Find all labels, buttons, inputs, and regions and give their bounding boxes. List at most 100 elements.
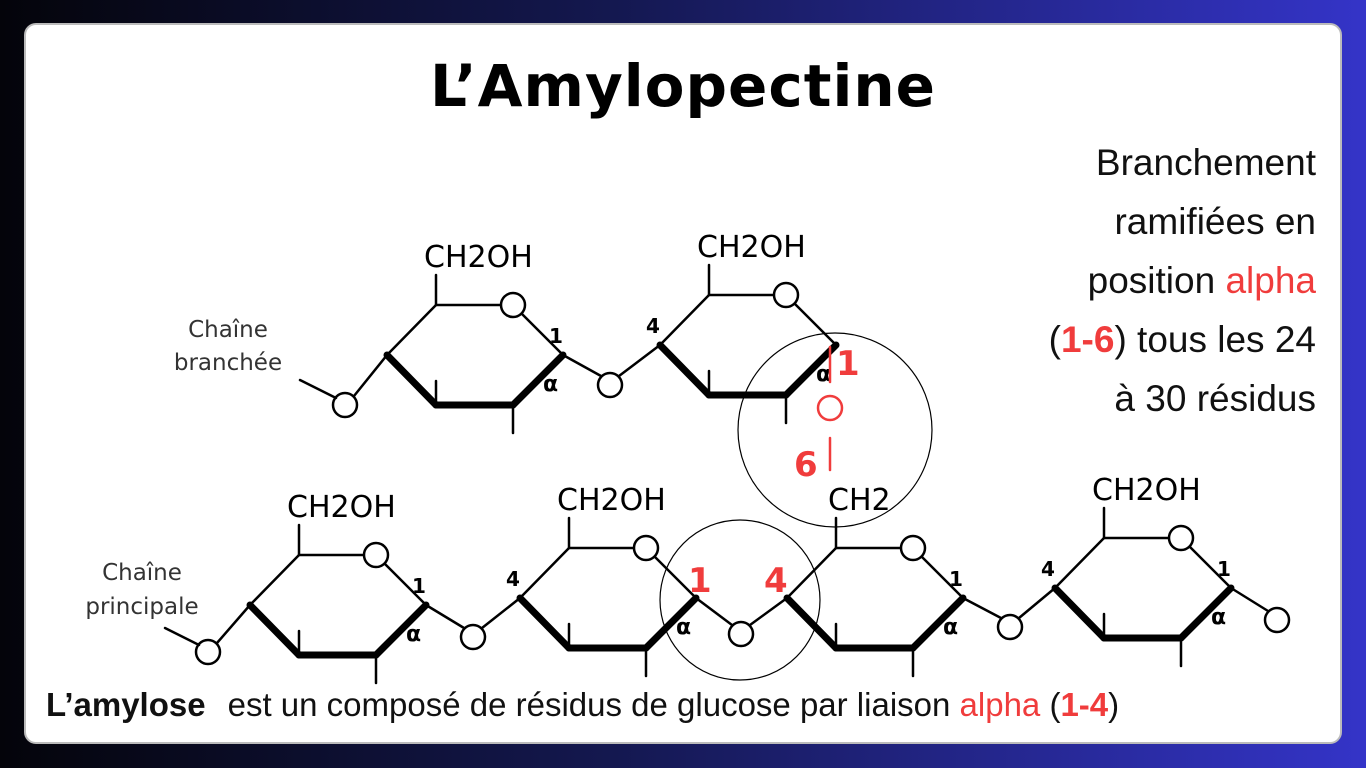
- branch-chain-label: branchée: [174, 350, 282, 376]
- amylose-caption: L’amylose est un composé de résidus de gl…: [46, 686, 1119, 724]
- note-text: (: [1048, 319, 1061, 360]
- link-1-4-carbon4: 4: [764, 561, 788, 601]
- bond-line: [920, 555, 965, 600]
- link-1-6-carbon1: 1: [836, 344, 860, 384]
- bond-line: [163, 626, 201, 647]
- bond-line: [520, 312, 565, 357]
- ring-oxygen: [362, 541, 390, 569]
- bond-line: [617, 343, 662, 378]
- bold-bond: [656, 341, 713, 399]
- ring-oxygen: [499, 291, 527, 319]
- bold-bond: [509, 351, 567, 409]
- note-line: position alpha: [1049, 251, 1316, 310]
- amylose-term: L’amylose: [46, 686, 206, 723]
- bond-line: [748, 596, 789, 627]
- ch2-group: CH2: [828, 483, 891, 518]
- bold-bond: [1177, 584, 1235, 642]
- bond-line: [1017, 586, 1057, 620]
- bond-line: [561, 353, 603, 378]
- bold-bond: [1051, 584, 1108, 642]
- bold-bond: [516, 594, 573, 652]
- note-line: Branchement: [1095, 142, 1316, 183]
- bond-line: [793, 302, 838, 347]
- bold-bond: [383, 351, 440, 409]
- alpha-label: α: [943, 615, 958, 640]
- bold-bond: [909, 594, 967, 652]
- main-chain-label: principale: [85, 594, 198, 620]
- ch2oh-group: CH2OH: [557, 483, 666, 518]
- glycosidic-oxygen: [727, 620, 755, 648]
- bond-line: [480, 596, 522, 630]
- alpha-1-6-oxygen: [816, 394, 844, 422]
- bond-line: [518, 546, 571, 600]
- ring-oxygen: [1167, 524, 1195, 552]
- bond-line: [215, 603, 252, 645]
- branch-chain-label: Chaîne: [188, 317, 268, 343]
- note-line: (1-6) tous les 24: [1049, 310, 1316, 369]
- bond-line: [1188, 545, 1233, 590]
- link-1-6-carbon6: 6: [794, 445, 818, 485]
- ring-oxygen: [899, 534, 927, 562]
- bond-line: [424, 603, 466, 630]
- bold-bond: [642, 594, 700, 652]
- ch2oh-group: CH2OH: [287, 490, 396, 525]
- bond-line: [248, 553, 301, 607]
- bond-line: [383, 562, 428, 607]
- highlight-circle-1-4: [659, 519, 821, 681]
- carbon-1-label: 1: [549, 324, 563, 348]
- caption-alpha: alpha: [959, 686, 1041, 723]
- bond-line: [352, 353, 389, 398]
- caption-text: ): [1108, 686, 1120, 723]
- bond-line: [653, 555, 698, 600]
- ch2oh-group: CH2OH: [1092, 473, 1201, 508]
- note-line: à 30 résidus: [1114, 378, 1316, 419]
- ring-oxygen: [632, 534, 660, 562]
- branching-note: Branchement ramifiées en position alpha …: [1049, 133, 1316, 428]
- bold-bond: [783, 594, 840, 652]
- alpha-label: α: [676, 615, 691, 640]
- carbon-1-label: 1: [1217, 557, 1231, 581]
- carbon-1-label: 1: [949, 567, 963, 591]
- bond-line: [1229, 586, 1270, 613]
- highlight-circle-1-6: [737, 332, 933, 528]
- bond-line: [1053, 536, 1106, 590]
- bond-line: [785, 546, 838, 600]
- glycosidic-oxygen: [459, 623, 487, 651]
- glycosidic-oxygen: [596, 371, 624, 399]
- note-alpha: alpha: [1225, 260, 1316, 301]
- link-1-4-carbon1: 1: [688, 561, 712, 601]
- bond-line: [658, 293, 711, 347]
- bold-bond: [246, 601, 303, 659]
- slide-title: L’Amylopectine: [430, 52, 936, 120]
- bold-bond: [372, 601, 430, 659]
- note-bond: 1-6: [1060, 319, 1115, 360]
- carbon-1-label: 1: [412, 574, 426, 598]
- terminal-oxygen: [1263, 606, 1291, 634]
- alpha-label: α: [816, 362, 831, 387]
- carbon-4-label: 4: [506, 567, 520, 591]
- alpha-label: α: [543, 372, 558, 397]
- main-chain-label: Chaîne: [102, 560, 182, 586]
- ring-oxygen: [772, 281, 800, 309]
- bond-line: [385, 303, 438, 357]
- ch2oh-group: CH2OH: [697, 230, 806, 265]
- caption-text: (: [1040, 686, 1061, 723]
- alpha-label: α: [1211, 605, 1226, 630]
- caption-text: est un composé de résidus de glucose par…: [227, 686, 960, 723]
- carbon-4-label: 4: [1041, 557, 1055, 581]
- slide-card: [24, 23, 1342, 744]
- bond-line: [298, 378, 338, 400]
- ch2oh-group: CH2OH: [424, 240, 533, 275]
- glycosidic-oxygen: [331, 391, 359, 419]
- bond-line: [961, 596, 1003, 620]
- bold-bond: [782, 341, 840, 399]
- note-line: ramifiées en: [1114, 201, 1316, 242]
- glycosidic-oxygen: [996, 613, 1024, 641]
- note-text: position: [1087, 260, 1226, 301]
- bond-line: [694, 596, 734, 627]
- alpha-label: α: [406, 622, 421, 647]
- glycosidic-oxygen: [194, 638, 222, 666]
- carbon-4-label: 4: [646, 314, 660, 338]
- caption-bond: 1-4: [1060, 686, 1109, 723]
